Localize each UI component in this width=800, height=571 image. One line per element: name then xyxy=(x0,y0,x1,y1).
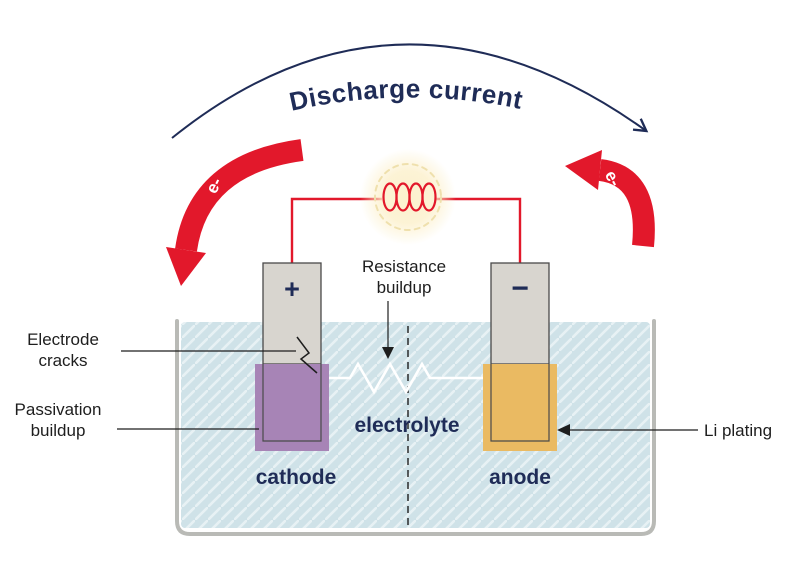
discharge-current-title: Discharge current xyxy=(287,73,526,116)
anode-minus-sign: − xyxy=(511,272,529,305)
li-plating-label: Li plating xyxy=(704,421,772,440)
anode-body xyxy=(483,364,557,451)
electron-flow-arrowhead-right xyxy=(565,150,602,190)
cathode-inner-outline xyxy=(262,364,322,442)
tank-border xyxy=(175,319,656,536)
arc-text-path xyxy=(195,97,618,142)
resistance-label-line2: buildup xyxy=(377,278,432,297)
electron-flow-arrowhead-left xyxy=(166,247,206,286)
discharge-current-arc xyxy=(171,43,649,139)
electron-flow-arrow-right xyxy=(598,159,655,248)
passivation-label-line2: buildup xyxy=(31,421,86,440)
resistance-arrowhead xyxy=(382,347,394,359)
electrolyte-label: electrolyte xyxy=(354,414,459,437)
coil-glow-ring xyxy=(374,163,442,231)
electrode-cracks-label-line1: Electrode xyxy=(27,330,99,349)
inductor-coil-icon xyxy=(382,182,437,212)
electrode-crack-mark xyxy=(296,336,318,374)
anode-label: anode xyxy=(489,466,551,489)
cathode-plus-sign: + xyxy=(284,274,300,304)
cathode-body xyxy=(255,364,329,451)
passivation-label-line1: Passivation xyxy=(15,400,102,419)
cathode-label: cathode xyxy=(256,466,337,489)
resistance-label-line1: Resistance xyxy=(362,257,446,276)
anode-terminal xyxy=(490,262,550,365)
circuit-wire-left xyxy=(290,197,382,268)
electron-flow-arrow-left xyxy=(175,139,304,252)
circuit-wire-right xyxy=(435,197,522,268)
coil-loop xyxy=(421,182,437,212)
electrode-cracks-label-line2: cracks xyxy=(38,351,87,370)
li-plating-arrowhead xyxy=(557,424,570,436)
discharge-current-title-text: Discharge current xyxy=(287,73,525,116)
cathode-terminal xyxy=(262,262,322,365)
resistor-symbol xyxy=(329,361,483,395)
anode-inner-outline xyxy=(490,364,550,442)
